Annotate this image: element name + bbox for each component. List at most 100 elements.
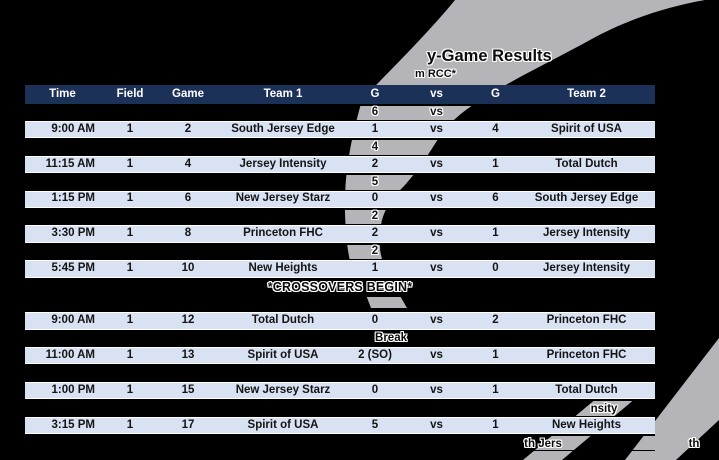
cell-field: 1	[126, 418, 134, 431]
cell-vs: vs	[430, 262, 443, 275]
cell-time: 3:30 PM	[51, 227, 95, 240]
cell-goals1: 2	[371, 157, 379, 170]
cell-team1: New Jersey Starz	[235, 192, 331, 205]
cell-field: 1	[126, 383, 134, 396]
hidden-game-row	[25, 364, 655, 382]
cell-goals1: 5	[371, 418, 379, 431]
cell-goals1: 6	[371, 106, 379, 119]
cell-game: 12	[181, 314, 195, 327]
cell-vs	[400, 140, 473, 154]
cell-time	[25, 245, 100, 259]
cell-team1: Total Dutch	[251, 314, 315, 327]
cell-field	[100, 140, 160, 154]
header-time: Time	[49, 87, 76, 100]
cell-time: 3:15 PM	[51, 418, 95, 431]
cell-time	[25, 175, 100, 189]
cell-time: 1:15 PM	[51, 192, 95, 205]
cell-team1	[216, 245, 350, 259]
cell-goals2: 1	[492, 227, 499, 240]
cell-time: 9:00 AM	[51, 122, 95, 135]
team2-text-fragment: th Jers	[524, 437, 562, 450]
cell-vs: vs	[430, 418, 443, 431]
cell-time: 11:00 AM	[45, 349, 95, 361]
hidden-game-row: nsity	[25, 399, 655, 417]
cell-game	[160, 210, 216, 224]
break-row: Break	[25, 329, 655, 348]
cell-team1	[216, 140, 350, 154]
cell-field: 1	[126, 192, 134, 205]
cell-team2: Jersey Intensity	[543, 227, 630, 240]
cell-field: 1	[126, 314, 134, 327]
cell-goals1: 2 (SO)	[358, 349, 392, 361]
cell-game	[160, 175, 216, 189]
cell-time	[25, 140, 100, 154]
page-subtitle: m RCC*	[415, 68, 456, 80]
cell-team2: Princeton FHC	[546, 314, 627, 327]
team2-text-fragment: nsity	[590, 402, 618, 415]
cell-vs: vs	[430, 157, 443, 170]
cell-team1: South Jersey Edge	[231, 122, 335, 135]
hidden-game-row: 4	[25, 138, 655, 156]
cell-vs	[400, 210, 473, 224]
cell-goals1: 4	[371, 140, 379, 153]
cell-vs: vs	[430, 122, 443, 135]
hidden-game-row: 2	[25, 242, 655, 261]
cell-goals2: 2	[492, 314, 499, 327]
cell-vs	[400, 175, 473, 189]
cell-game: 2	[184, 122, 192, 135]
cell-vs: vs	[430, 227, 443, 240]
cell-time	[25, 210, 100, 224]
cell-game	[160, 140, 216, 154]
swoosh-main-band	[344, 0, 705, 308]
cell-team1	[216, 106, 350, 120]
cell-goals2: 6	[492, 192, 499, 205]
cell-team1: Princeton FHC	[243, 227, 323, 240]
cell-time: 5:45 PM	[51, 262, 95, 275]
break-label: Break	[375, 332, 407, 345]
cell-game: 15	[181, 383, 195, 396]
cell-goals2: 1	[492, 349, 499, 361]
cell-team2: Spirit of USA	[551, 122, 622, 135]
page-title: y-Game Results	[427, 47, 552, 65]
cell-vs: vs	[430, 314, 443, 327]
hidden-game-row: 5	[25, 173, 655, 191]
cell-field: 1	[126, 349, 134, 361]
cell-goals2: 1	[492, 418, 499, 431]
cell-team1	[216, 175, 350, 189]
cell-game: 17	[181, 418, 195, 431]
cell-game: 6	[184, 192, 192, 205]
cell-field: 1	[126, 157, 134, 170]
cell-field	[100, 245, 160, 259]
crossovers-banner-row: *CROSSOVERS BEGIN*	[25, 277, 655, 295]
cell-team1: Spirit of USA	[247, 349, 319, 361]
cell-goals1: 2	[371, 245, 379, 258]
cell-goals1: 2	[371, 210, 379, 223]
cell-time	[25, 106, 100, 120]
cell-goals1: 1	[371, 122, 379, 135]
header-field: Field	[116, 87, 144, 100]
cell-team2: Princeton FHC	[546, 349, 627, 361]
cell-goals1: 2	[371, 227, 379, 240]
header-vs: vs	[430, 87, 443, 100]
cell-field	[100, 175, 160, 189]
crossovers-banner-text: *CROSSOVERS BEGIN*	[267, 279, 413, 294]
cell-goals1: 0	[371, 383, 379, 396]
cell-team2: Jersey Intensity	[543, 262, 630, 275]
cell-game: 13	[181, 349, 195, 361]
cell-team1: New Heights	[248, 262, 318, 275]
cell-goals1: 0	[371, 314, 379, 327]
cell-goals2: 4	[492, 122, 499, 135]
cell-game: 4	[184, 157, 192, 170]
hidden-game-row	[25, 294, 655, 313]
